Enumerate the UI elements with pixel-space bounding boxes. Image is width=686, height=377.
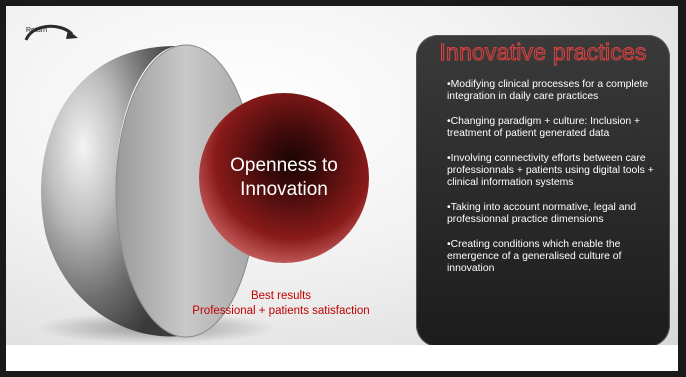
return-arrow-icon bbox=[24, 24, 78, 41]
return-label: Return bbox=[26, 27, 48, 34]
practice-item: •Changing paradigm + culture: Inclusion … bbox=[447, 116, 641, 139]
innovative-practices-panel: Innovative practices •Modifying clinical… bbox=[416, 35, 670, 345]
sphere-caption: Openness to Innovation bbox=[214, 154, 354, 202]
return-button[interactable] bbox=[20, 18, 82, 50]
sphere-caption-line2: Innovation bbox=[240, 179, 328, 200]
slide-canvas: Return Openness to Innovation Best resul… bbox=[6, 6, 678, 345]
sphere-caption-line1: Openness to bbox=[230, 155, 338, 176]
practice-item: •Creating conditions which enable the em… bbox=[447, 239, 622, 274]
practice-item: •Taking into account normative, legal an… bbox=[447, 202, 637, 225]
panel-title: Innovative practices bbox=[439, 39, 647, 66]
practices-list: •Modifying clinical processes for a comp… bbox=[447, 79, 657, 288]
practice-item: •Modifying clinical processes for a comp… bbox=[447, 79, 649, 102]
bottom-strip bbox=[6, 345, 678, 371]
practice-item: •Involving connectivity efforts between … bbox=[447, 153, 654, 188]
results-line2: Professional + patients satisfaction bbox=[192, 305, 370, 317]
results-caption: Best results Professional + patients sat… bbox=[186, 289, 376, 319]
results-line1: Best results bbox=[250, 290, 312, 302]
hemisphere-graphic bbox=[36, 44, 369, 344]
